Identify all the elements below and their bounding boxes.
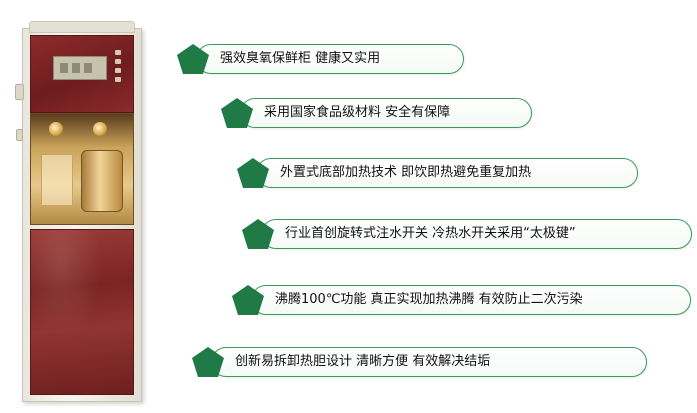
dispenser-cabinet-door [30,229,134,395]
dispenser-top-cap [29,21,135,33]
feature-pill [256,158,638,188]
glass-window [41,154,73,206]
feature-pill [251,285,691,315]
green-pentagon-icon [232,285,264,315]
hot-water-tap-icon [49,122,63,136]
green-pentagon-icon [177,44,209,74]
feature-pill [211,347,647,377]
green-pentagon-icon [192,347,224,377]
kettle-icon [81,150,123,212]
dispenser-water-recess [30,113,134,225]
green-pentagon-icon [242,219,274,249]
feature-item: 行业首创旋转式注水开关 冷热水开关采用“太极键” [241,219,692,249]
dispenser-display [53,56,107,80]
feature-pill [240,98,532,128]
feature-item: 采用国家食品级材料 安全有保障 [220,98,532,128]
dispenser-buttons [115,50,121,90]
side-knob-icon [15,84,24,100]
feature-text: 行业首创旋转式注水开关 冷热水开关采用“太极键” [285,226,576,241]
feature-item: 创新易拆卸热胆设计 清晰方便 有效解决结垢 [191,347,647,377]
feature-text: 外置式底部加热技术 即饮即热避免重复加热 [280,165,532,180]
feature-item: 强效臭氧保鲜柜 健康又实用 [176,44,464,74]
cold-water-tap-icon [93,122,107,136]
feature-text: 强效臭氧保鲜柜 健康又实用 [220,51,381,66]
dispenser-control-panel [30,35,134,113]
feature-text: 创新易拆卸热胆设计 清晰方便 有效解决结垢 [235,354,491,369]
feature-pill [196,44,464,74]
feature-item: 外置式底部加热技术 即饮即热避免重复加热 [236,158,638,188]
feature-text: 沸腾100℃功能 真正实现加热沸腾 有效防止二次污染 [275,292,583,307]
feature-item: 沸腾100℃功能 真正实现加热沸腾 有效防止二次污染 [231,285,691,315]
side-knob-icon [16,129,23,141]
green-pentagon-icon [237,158,269,188]
green-pentagon-icon [221,98,253,128]
water-dispenser-image [15,21,142,402]
feature-text: 采用国家食品级材料 安全有保障 [264,105,451,120]
feature-pill [261,219,692,249]
